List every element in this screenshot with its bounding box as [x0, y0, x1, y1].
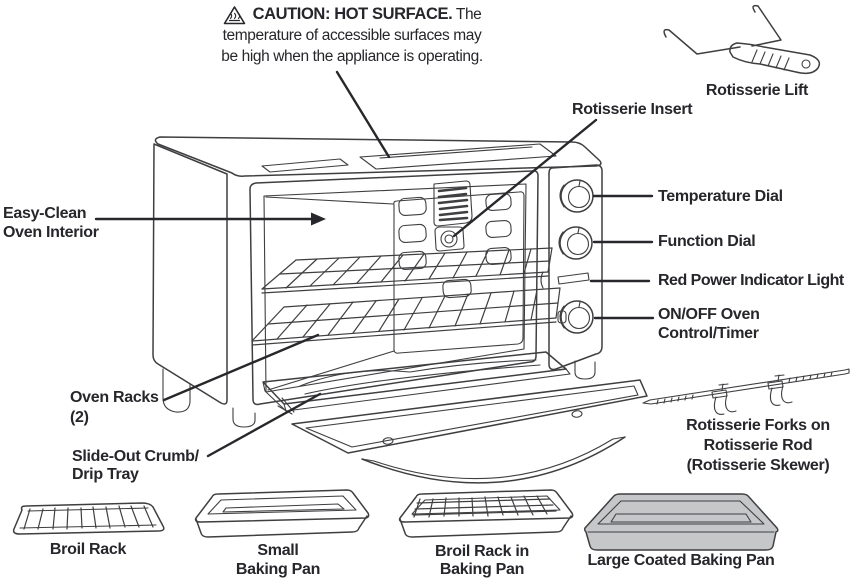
crumb-tray-label: Slide-Out Crumb/ Drip Tray: [72, 448, 199, 483]
oven-control-label: ON/OFF Oven Control/Timer: [658, 306, 760, 342]
small-baking-pan-caption: Small Baking Pan: [235, 542, 321, 578]
broil-rack-caption: Broil Rack: [49, 541, 127, 558]
caution-text-line3: be high when the appliance is operating.: [221, 48, 483, 65]
rotisserie-insert-leader-line: [452, 118, 598, 238]
temperature-dial-label: Temperature Dial: [658, 188, 783, 205]
rotisserie-motor-grille: [433, 180, 473, 227]
oven-interior-arrowhead: [311, 212, 326, 226]
leader-lines: [94, 70, 655, 458]
rotisserie-insert-label: Rotisserie Insert: [572, 101, 693, 118]
oven-rack-upper: [261, 247, 553, 294]
oven-door: [291, 379, 648, 484]
rotisserie-lift-label: Rotisserie Lift: [705, 82, 809, 99]
hot-surface-warning-icon: [223, 5, 245, 24]
broil-rack-art: [12, 502, 165, 535]
caution-text: The: [452, 6, 482, 23]
oven-racks-label: Oven Racks (2): [70, 389, 159, 426]
large-coated-pan-caption: Large Coated Baking Pan: [587, 552, 775, 569]
oven-foot: [574, 360, 596, 380]
top-vent-small: [261, 158, 349, 173]
oven-foot: [232, 407, 256, 428]
large-coated-baking-pan-art: [583, 493, 779, 551]
caution-leader-line: [335, 70, 391, 159]
power-light-label: Red Power Indicator Light: [658, 272, 844, 289]
oven-rack-lower: [251, 287, 561, 346]
oven-foot: [162, 368, 191, 413]
timer-knob: [557, 300, 594, 334]
oven-racks-leader-line: [162, 333, 320, 402]
crumb-tray: [262, 351, 571, 415]
rotisserie-fork: [711, 383, 737, 415]
caution-note: CAUTION: HOT SURFACE. The temperature of…: [186, 4, 518, 67]
oven-interior-label: Easy-Clean Oven Interior: [3, 205, 99, 241]
small-baking-pan-art: [194, 489, 370, 538]
control-panel: [557, 179, 594, 334]
crumb-tray-leader-line: [206, 392, 322, 458]
door-handle: [361, 436, 626, 484]
rotisserie-forks-label: Rotisserie Forks on Rotisserie Rod (Roti…: [686, 417, 830, 474]
door-screw: [571, 410, 583, 418]
door-screw: [382, 437, 394, 445]
broil-rack-in-pan-caption: Broil Rack in Baking Pan: [435, 543, 529, 578]
rotisserie-skewer-art: [642, 368, 850, 415]
rotisserie-lift-art: [663, 4, 821, 75]
broil-rack-in-pan-art: [398, 489, 574, 538]
rotisserie-fork: [767, 374, 793, 406]
rotisserie-socket: [440, 230, 458, 248]
function-dial-label: Function Dial: [658, 233, 756, 250]
caution-text-line2: temperature of accessible surfaces may: [222, 27, 482, 44]
power-indicator-light: [557, 272, 590, 285]
function-knob: [558, 226, 593, 260]
temperature-knob: [559, 179, 594, 213]
top-vent-large: [359, 143, 557, 170]
oven-interior: [265, 180, 525, 391]
caution-title: CAUTION: HOT SURFACE.: [252, 5, 453, 23]
